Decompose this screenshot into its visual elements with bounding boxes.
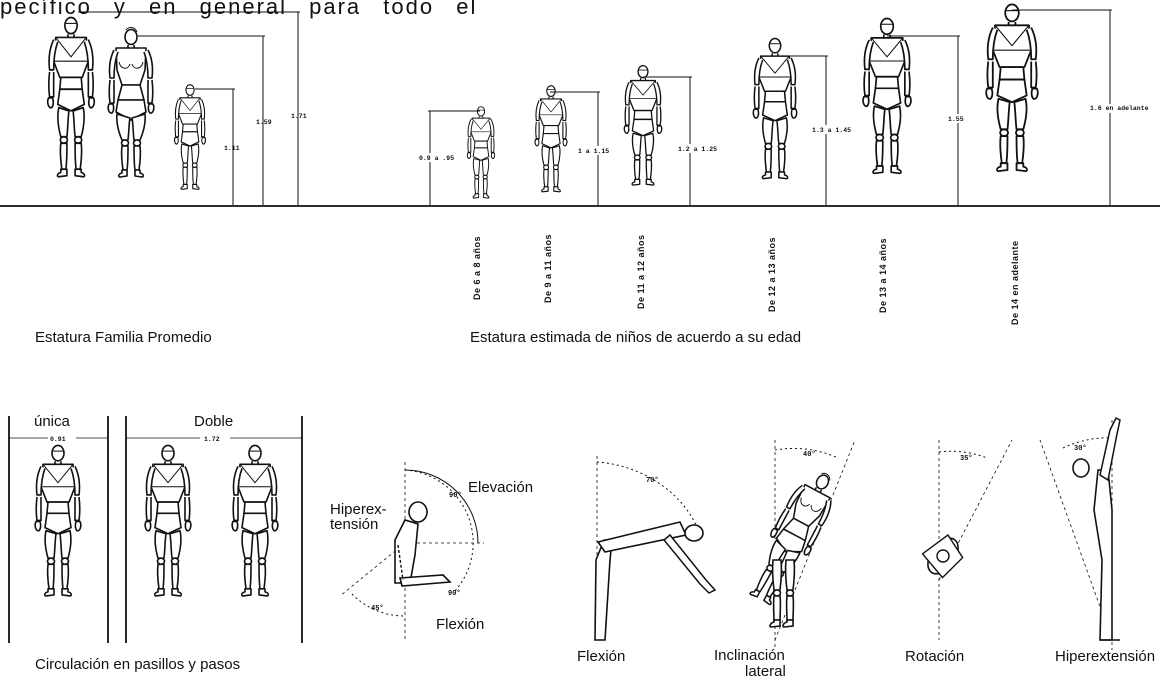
child-figure — [173, 84, 207, 190]
age-label-1: De 6 a 8 años — [472, 235, 482, 300]
arm-hyperext-label-1: Hiperex- — [330, 501, 387, 518]
circulation-double-width: 1.72 — [204, 436, 220, 443]
children-height-5: 1.55 — [948, 116, 964, 123]
child-figure-5 — [862, 17, 912, 175]
children-height-1: 0.9 a .95 — [419, 155, 454, 162]
arm-elevation-label: Elevación — [468, 479, 534, 496]
woman-figure — [107, 26, 155, 178]
circulation-caption: Circulación en pasillos y pasos — [35, 656, 241, 673]
age-label-2: De 9 a 11 años — [543, 233, 553, 303]
children-height-2: 1 a 1.15 — [578, 148, 609, 155]
man-figure — [46, 16, 96, 178]
arm-movement-diagram — [339, 462, 484, 640]
rotation-angle: 35° — [960, 454, 973, 463]
age-label-5: De 13 a 14 años — [878, 237, 888, 313]
family-height-child: 1.11 — [224, 145, 240, 152]
family-caption: Estatura Familia Promedio — [35, 329, 212, 346]
child-figure-1 — [466, 106, 496, 199]
lateral-label-1: Inclinación — [714, 647, 785, 664]
flexion-angle: 70° — [646, 476, 659, 485]
circulation-single-width: 0.91 — [50, 436, 66, 443]
trunk-flexion-label: Flexión — [577, 648, 626, 665]
lateral-angle: 40° — [803, 450, 816, 459]
child-figure-4 — [752, 37, 798, 180]
arm-flexion-label: Flexión — [436, 616, 485, 633]
double-lane-label: Doble — [194, 413, 234, 430]
children-caption: Estatura estimada de niños de acuerdo a … — [470, 329, 802, 346]
children-heights: 0.9 a .95 1 a 1.15 1.2 a 1.25 1.3 a 1.45… — [418, 104, 1149, 162]
trunk-flexion-figure — [594, 456, 717, 641]
arm-angle-right: 90° — [448, 589, 461, 598]
lateral-inclination-figure — [740, 439, 856, 650]
age-label-4: De 12 a 13 años — [767, 236, 777, 312]
age-label-6: De 14 en adelante — [1010, 240, 1020, 325]
children-figures — [466, 3, 1039, 199]
children-height-4: 1.3 a 1.45 — [812, 127, 851, 134]
lateral-label-2: lateral — [745, 663, 786, 680]
children-height-3: 1.2 a 1.25 — [678, 146, 717, 153]
single-lane-label: única — [34, 413, 70, 430]
page-header-text: pecífico y en general para todo el — [0, 0, 478, 19]
arm-angle-left: 45° — [371, 604, 384, 613]
hyperextension-angle: 30° — [1074, 444, 1087, 453]
child-figure-3 — [623, 64, 663, 186]
arm-angle-top: 90° — [449, 491, 462, 500]
family-height-woman: 1.59 — [256, 119, 272, 126]
rotation-label: Rotación — [905, 648, 965, 665]
hyperextension-label: Hiperextensión — [1055, 648, 1156, 665]
child-figure-2 — [534, 85, 568, 193]
circulation-figures — [34, 444, 279, 597]
rotation-figure — [921, 439, 1013, 640]
age-label-3: De 11 a 12 años — [636, 234, 646, 309]
family-height-man: 1.71 — [291, 113, 307, 120]
child-figure-6 — [985, 3, 1039, 173]
children-height-6: 1.6 en adelante — [1090, 105, 1149, 112]
family-figures — [46, 16, 207, 190]
family-dimension-lines — [78, 11, 300, 205]
hyperextension-figure — [1039, 416, 1121, 650]
arm-hyperext-label-2: tensión — [330, 516, 379, 533]
